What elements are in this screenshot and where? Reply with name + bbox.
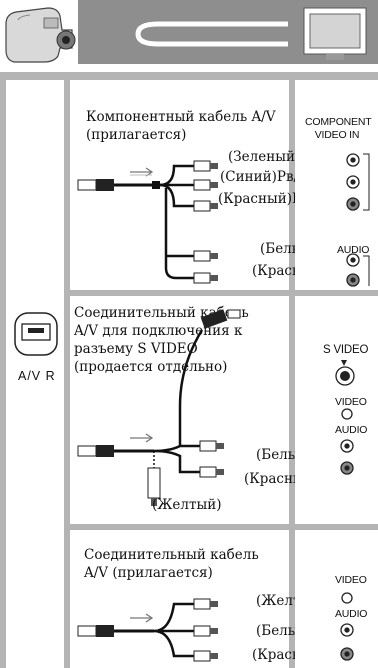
cable-drawing [77,160,218,284]
port-heading: AUDIO [337,244,370,256]
section-2-cable: Соединительный кабель A/V для подключени… [70,296,318,524]
cable-title: Компонентный кабель A/V (прилагается) [86,109,276,143]
section-3-cable: Соединительный кабель A/V (прилагается) … [70,530,326,668]
tv-jack-icons [335,360,355,475]
port-heading: VIDEO [335,574,367,586]
port-heading: S VIDEO [323,344,369,356]
tv-jack-icons [346,153,370,287]
section-1-tv-ports: COMPONENT VIDEO IN AUDIO [295,80,378,290]
tv-jack-icons [340,592,354,661]
plug-label: (Зеленый) Y [228,149,314,165]
camcorder-icon [0,0,78,64]
section-2-tv-ports: S VIDEO VIDEO AUDIO [295,296,378,524]
cable-title: Соединительный кабель A/V (прилагается) [84,547,259,581]
port-heading: COMPONENT VIDEO IN [305,116,372,141]
section-3-tv-ports: VIDEO AUDIO [295,530,378,668]
cable-icon [135,21,288,47]
section-1-cable: Компонентный кабель A/V (прилагается) (З… [70,80,329,290]
plug-label: (Желтый) [152,497,222,513]
cable-drawing [77,309,241,506]
cable-drawing [77,598,218,662]
port-heading: VIDEO [335,396,367,408]
port-label: A/V R [18,369,56,383]
port-heading: AUDIO [335,424,368,436]
av-r-connector-icon [14,312,58,356]
tv-icon [303,7,367,60]
side-panel: A/V R [6,80,64,668]
plug-label: (Синий)Pв/Cв [220,169,317,185]
port-heading: AUDIO [335,608,368,620]
